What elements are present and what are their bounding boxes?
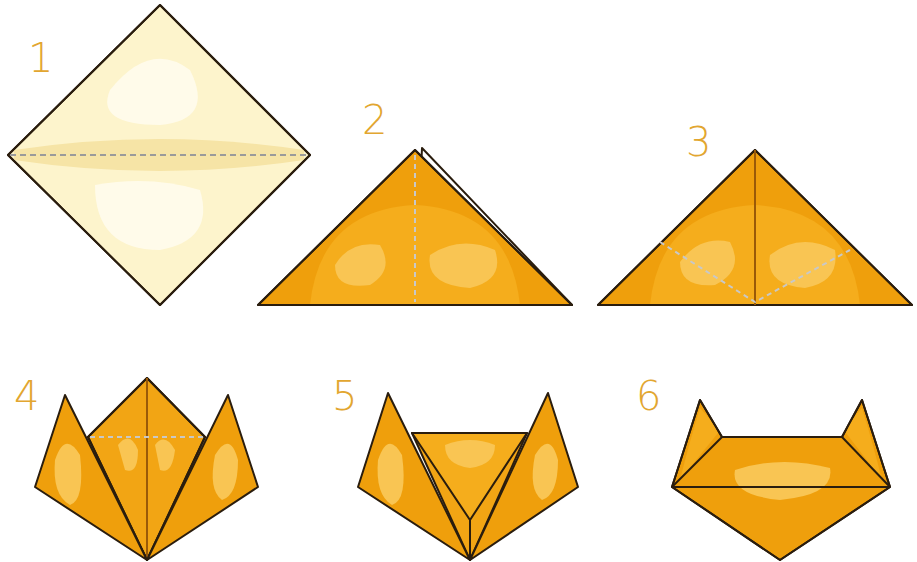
ears-folded-up bbox=[35, 378, 258, 560]
step-number: 5 bbox=[332, 376, 357, 416]
paper-square bbox=[8, 5, 310, 305]
step-number: 3 bbox=[686, 122, 711, 162]
step-number: 4 bbox=[14, 376, 39, 416]
top-folded-down bbox=[358, 393, 578, 560]
step-number: 6 bbox=[636, 376, 661, 416]
folded-triangle bbox=[258, 148, 572, 305]
creased-triangle bbox=[598, 150, 912, 305]
fox-face bbox=[672, 400, 890, 560]
step-number: 2 bbox=[362, 100, 387, 140]
step-number: 1 bbox=[28, 38, 53, 78]
